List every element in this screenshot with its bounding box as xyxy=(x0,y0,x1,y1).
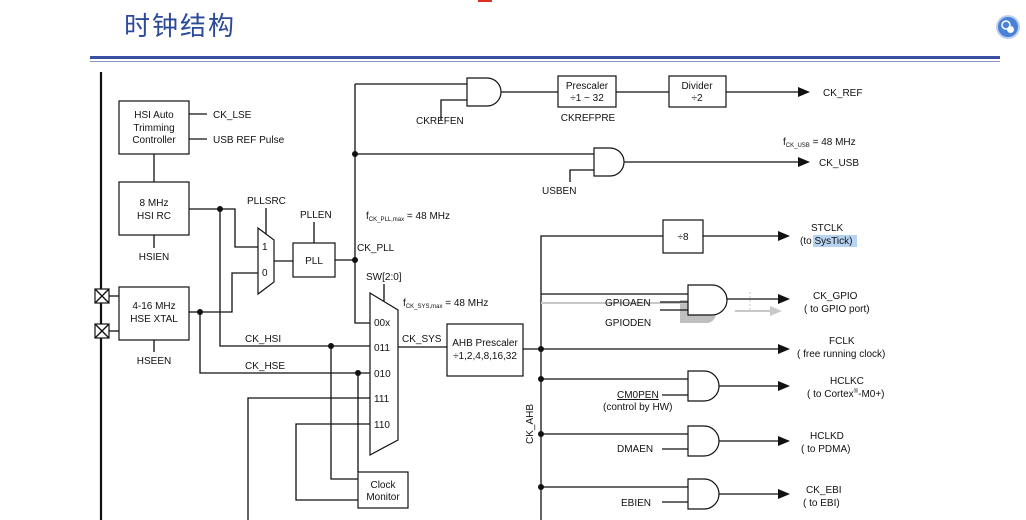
sw-label: SW[2:0] xyxy=(366,272,402,283)
ck-ahb-label: CK_AHB xyxy=(525,404,536,444)
sel-00x: 00x xyxy=(374,318,390,329)
hclkd-label: HCLKD xyxy=(810,431,844,442)
ck-gpio-note: ( to GPIO port) xyxy=(804,304,870,315)
ck-usb-label: CK_USB xyxy=(819,158,859,169)
ahb-prescaler-block xyxy=(446,323,524,377)
hsi-auto-trim-label-2: Trimming xyxy=(133,123,174,134)
systick-highlight xyxy=(813,235,857,247)
title-rule xyxy=(90,56,1000,59)
fclk-note: ( free running clock) xyxy=(797,349,885,360)
ahb-prescaler-label-1: AHB Prescaler xyxy=(452,338,518,349)
ckref-and-gate xyxy=(466,77,502,107)
pllsrc-mux xyxy=(257,226,275,296)
ck-ebi-label: CK_EBI xyxy=(806,485,842,496)
stclk-label: STCLK xyxy=(811,223,844,234)
hclkc-note: ( to Cortex®-M0+) xyxy=(807,388,885,400)
f-pll-max: fCK_PLL,max = 48 MHz xyxy=(366,211,450,223)
hclkd-and-gate xyxy=(687,425,720,457)
ck-hse-label: CK_HSE xyxy=(245,361,285,372)
hsi-auto-trim-block xyxy=(118,100,190,155)
f-sys-max: fCK_SYS,max = 48 MHz xyxy=(403,298,488,310)
pllsrc-label: PLLSRC xyxy=(247,196,286,207)
ck-ebi-note: ( to EBI) xyxy=(803,498,840,509)
gpioaen-label: GPIOAEN xyxy=(605,298,651,309)
hclkd-note: ( to PDMA) xyxy=(801,444,850,455)
pllen-label: PLLEN xyxy=(300,210,332,221)
hsi-rc-label-2: HSI RC xyxy=(137,211,171,222)
hsi-auto-trim-label-1: HSI Auto xyxy=(134,110,174,121)
gpioden-label: GPIODEN xyxy=(605,318,651,329)
hse-xtal-block xyxy=(118,286,190,341)
sel-111: 111 xyxy=(374,394,390,405)
ebi-and-gate xyxy=(687,478,720,510)
divider-block xyxy=(668,75,727,108)
dmaen-label: DMAEN xyxy=(617,444,653,455)
f-usb-max: fCK_USB = 48 MHz xyxy=(783,137,856,149)
div8-label: ÷8 xyxy=(677,232,688,243)
hsi-auto-trim-label-3: Controller xyxy=(132,135,176,146)
title-rule-thin xyxy=(90,61,1000,62)
usben-label: USBEN xyxy=(542,186,576,197)
usb-ref-pulse-label: USB REF Pulse xyxy=(213,135,285,146)
fclk-label: FCLK xyxy=(829,336,855,347)
hsi-rc-block xyxy=(118,181,190,236)
hse-xtal-label-2: HSE XTAL xyxy=(130,314,178,325)
clock-monitor-label-2: Monitor xyxy=(366,492,400,503)
hse-xtal-label-1: 4-16 MHz xyxy=(132,301,175,312)
prescaler-label-2: ÷1 ~ 32 xyxy=(570,93,604,104)
hclkc-label: HCLKC xyxy=(830,376,864,387)
ckref-prescaler-block xyxy=(557,75,617,108)
pll-label: PLL xyxy=(305,256,323,267)
divider-label-1: Divider xyxy=(681,81,713,92)
sel-010: 010 xyxy=(374,369,391,380)
sel-110: 110 xyxy=(374,420,390,431)
sel-011: 011 xyxy=(374,343,390,354)
top-accent-mark xyxy=(478,0,492,2)
gpio-and-gate xyxy=(687,284,728,316)
stclk-note: (to SysTick) xyxy=(800,236,852,247)
ck-pll-label: CK_PLL xyxy=(357,243,395,254)
divider-label-2: ÷2 xyxy=(691,93,702,104)
cm0pen-label: CM0PEN xyxy=(617,390,659,401)
clock-monitor-label-1: Clock xyxy=(370,480,396,491)
clock-monitor-block xyxy=(357,471,409,509)
translate-icon[interactable] xyxy=(996,15,1020,39)
usb-and-gate xyxy=(593,147,625,177)
ck-lse-label: CK_LSE xyxy=(213,110,252,121)
ebien-label: EBIEN xyxy=(621,498,651,509)
hseen-label: HSEEN xyxy=(137,356,171,367)
hclkc-and-gate xyxy=(687,370,720,402)
prescaler-label-1: Prescaler xyxy=(566,81,609,92)
xtal-pin-icon xyxy=(94,323,110,339)
ck-hsi-label: CK_HSI xyxy=(245,334,281,345)
hsien-label: HSIEN xyxy=(139,252,170,263)
div8-block xyxy=(662,219,704,254)
mux-in-0: 0 xyxy=(262,268,268,279)
ckrefpre-label: CKREFPRE xyxy=(561,113,616,124)
ck-sys-label: CK_SYS xyxy=(402,334,442,345)
ckrefen-label: CKREFEN xyxy=(416,116,464,127)
page-title: 时钟结构 xyxy=(124,12,237,42)
xtal-pin-icon xyxy=(94,288,110,304)
hsi-rc-label-1: 8 MHz xyxy=(140,198,169,209)
mux-in-1: 1 xyxy=(262,242,268,253)
ahb-prescaler-label-2: ÷1,2,4,8,16,32 xyxy=(453,351,517,362)
sysclk-mux xyxy=(369,291,399,457)
ck-gpio-label: CK_GPIO xyxy=(813,291,858,302)
ck-ref-label: CK_REF xyxy=(823,88,862,99)
cm0pen-note: (control by HW) xyxy=(603,402,672,413)
